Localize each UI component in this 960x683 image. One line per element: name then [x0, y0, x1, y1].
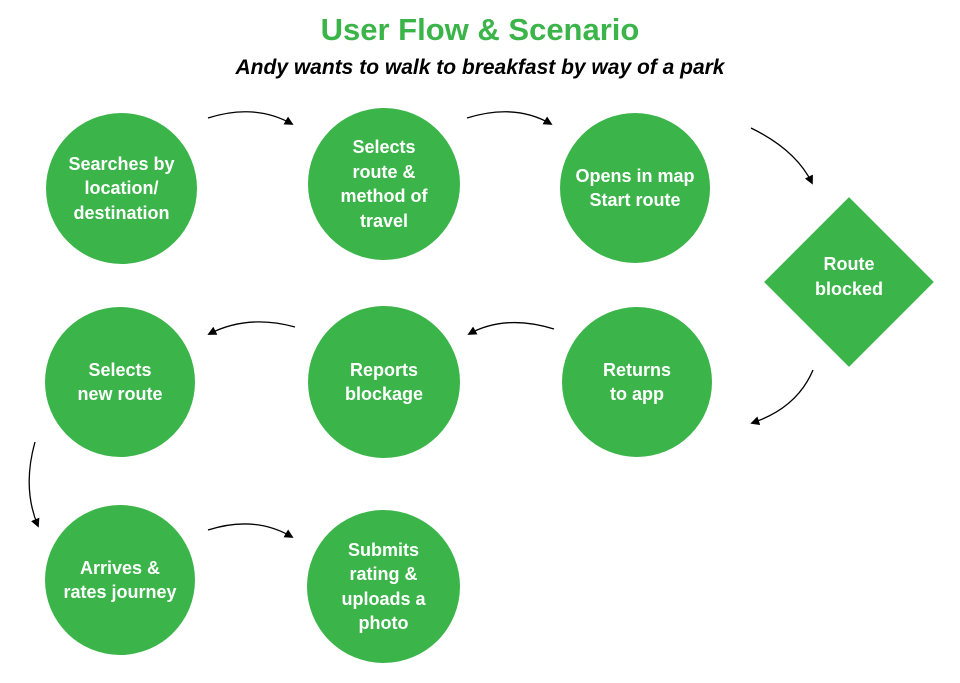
node-arrives: Arrives & rates journey [45, 505, 195, 655]
node-selects-new: Selects new route [45, 307, 195, 457]
node-selects-new-label: Selects new route [77, 359, 163, 405]
arrow-returns-to-reports [467, 321, 555, 335]
node-returns-label: Returns to app [602, 359, 671, 405]
node-opens-map: Opens in map Start route [560, 113, 710, 263]
node-submits: Submits rating & uploads a photo [307, 510, 460, 663]
arrow-searches-to-selects-route [207, 111, 294, 125]
node-arrives-label: Arrives & rates journey [63, 557, 177, 603]
arrow-opens-map-to-route-blocked [750, 127, 813, 185]
diagram-subtitle: Andy wants to walk to breakfast by way o… [235, 56, 725, 79]
node-reports: Reports blockage [308, 306, 460, 458]
node-searches-label: Searches by location/ destination [68, 153, 175, 223]
diagram-title: User Flow & Scenario [320, 12, 640, 47]
node-selects-route-label: Selects route & method of travel [340, 137, 428, 231]
node-returns: Returns to app [562, 307, 712, 457]
arrow-arrives-to-submits [207, 523, 294, 538]
decision-route-blocked-label: Route blocked [814, 254, 884, 299]
node-selects-route: Selects route & method of travel [308, 108, 460, 260]
node-searches: Searches by location/ destination [46, 113, 197, 264]
node-reports-label: Reports blockage [344, 359, 424, 405]
arrow-selects-route-to-opens-map [466, 111, 553, 125]
arrow-route-blocked-to-returns [750, 369, 814, 425]
arrow-selects-new-to-arrives [28, 441, 40, 528]
node-submits-label: Submits rating & uploads a photo [341, 539, 426, 634]
arrow-reports-to-selects-new [207, 321, 296, 335]
node-opens-map-label: Opens in map Start route [575, 165, 695, 211]
